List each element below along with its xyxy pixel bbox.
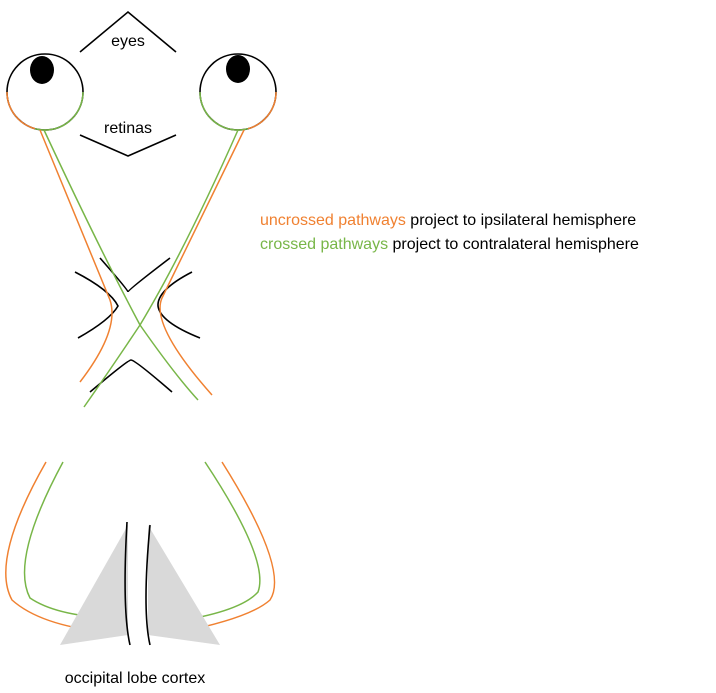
legend-uncrossed-description: project to ipsilateral hemisphere bbox=[406, 212, 636, 229]
right-eye-pupil bbox=[226, 55, 250, 83]
eyes-label: eyes bbox=[111, 33, 145, 50]
chiasm-bottom-boundary bbox=[90, 360, 172, 392]
legend-crossed-description: project to contralateral hemisphere bbox=[388, 236, 639, 253]
legend: uncrossed pathways project to ipsilatera… bbox=[260, 212, 639, 253]
right-cortex-region bbox=[148, 525, 220, 645]
chiasm-top-boundary bbox=[100, 258, 170, 292]
left-uncrossed-pathway bbox=[40, 130, 112, 382]
uncrossed-pathways bbox=[40, 130, 244, 395]
retinas-label: retinas bbox=[104, 120, 152, 137]
legend-uncrossed-line: uncrossed pathways project to ipsilatera… bbox=[260, 212, 636, 229]
left-crossed-pathway bbox=[44, 130, 198, 400]
cortex-label: occipital lobe cortex bbox=[65, 670, 206, 687]
left-eye-pupil bbox=[30, 56, 54, 84]
optic-chiasm bbox=[75, 258, 200, 392]
right-crossed-pathway bbox=[84, 130, 238, 407]
optic-radiations bbox=[6, 462, 275, 632]
retinas-bracket bbox=[80, 135, 176, 156]
left-eye bbox=[7, 54, 83, 130]
right-uncrossed-pathway bbox=[160, 130, 244, 395]
legend-uncrossed-term: uncrossed pathways bbox=[260, 212, 406, 229]
legend-crossed-term: crossed pathways bbox=[260, 236, 388, 253]
right-eye bbox=[200, 54, 276, 130]
occipital-cortex bbox=[60, 522, 220, 645]
legend-crossed-line: crossed pathways project to contralatera… bbox=[260, 236, 639, 253]
